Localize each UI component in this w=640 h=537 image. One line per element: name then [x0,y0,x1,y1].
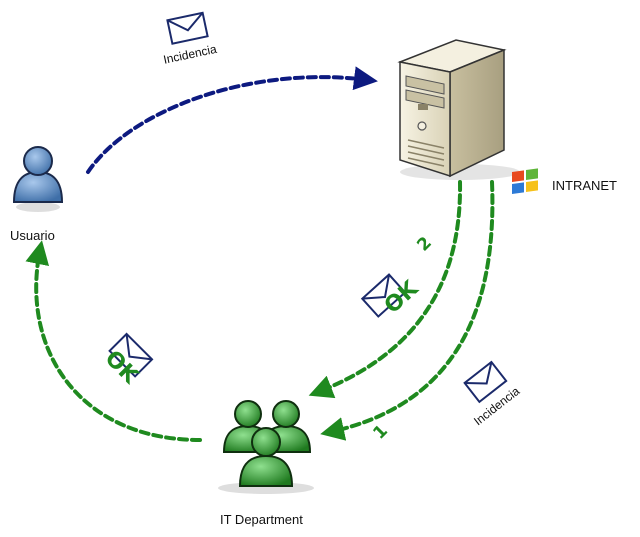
arrow-it-server-1 [320,180,495,441]
people-group-icon [218,400,314,494]
arrow-server-to-it-2 [308,180,463,399]
envelope-icon: Incidencia [449,350,539,439]
envelope-icon: OK [88,318,168,398]
server-label: INTRANET [552,178,617,193]
envelope-icon: Incidencia [152,4,227,73]
windows-logo-icon [512,168,538,194]
user-icon [12,146,64,212]
arrow-it-to-user [25,240,202,442]
user-label: Usuario [10,228,55,243]
envelope-icon: OK [346,259,425,337]
it-department-label: IT Department [220,512,303,527]
step-1-label: 1 [369,421,392,444]
arrow-user-to-server [86,66,378,174]
step-2-label: 2 [413,233,436,256]
server-icon [397,39,520,180]
